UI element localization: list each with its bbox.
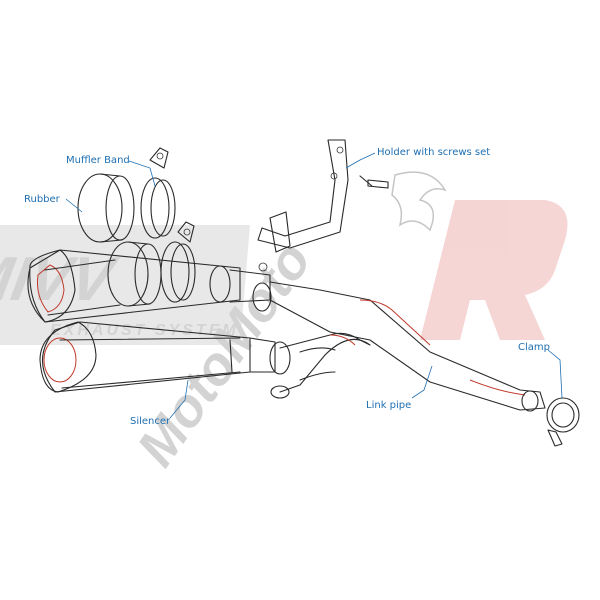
muffler-bands (140, 147, 196, 303)
watermark-dragon-icon (391, 171, 447, 232)
label-clamp: Clamp (518, 342, 550, 353)
watermark-red-shape (420, 200, 568, 340)
leader-silencer (169, 379, 189, 419)
label-link-pipe: Link pipe (366, 400, 411, 411)
link-pipe (269, 281, 546, 412)
leader-link-pipe (411, 365, 433, 399)
label-muffler-band: Muffler Band (66, 155, 130, 166)
clamp (546, 397, 580, 447)
leader-lines (65, 152, 563, 419)
watermark-brand-sub: EXHAUST SYSTEM (50, 322, 239, 339)
upper-silencer (27, 249, 272, 323)
lower-silencer (39, 321, 291, 399)
label-holder: Holder with screws set (377, 147, 490, 158)
leader-muffler-band (128, 160, 156, 187)
leader-rubber (65, 198, 83, 213)
holder-bracket (257, 139, 389, 272)
label-rubber: Rubber (24, 194, 61, 205)
watermark: MIVV EXHAUST SYSTEM MotoMoto (0, 171, 568, 477)
label-silencer: Silencer (130, 416, 171, 427)
leader-clamp (547, 349, 563, 399)
leader-holder (345, 152, 376, 169)
